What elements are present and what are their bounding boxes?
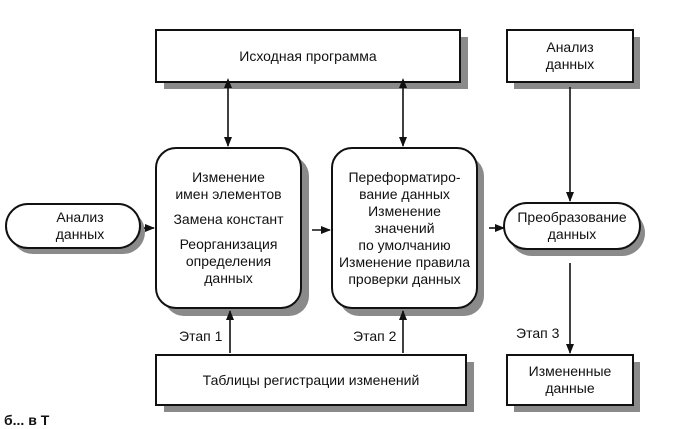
boxes — [5, 29, 641, 406]
stage2-item-reformat: Переформатиро- вание данных — [348, 168, 461, 202]
stage1-box — [155, 147, 302, 309]
stage1-box-content: Изменение имен элементов Замена констант… — [156, 148, 301, 308]
changed-data-label: Измененные данные — [528, 363, 612, 396]
stage1-item-constants: Замена констант — [173, 211, 284, 227]
stage2-item-defaults: Изменение значений по умолчанию — [358, 202, 451, 253]
data-analysis-top-box — [506, 29, 634, 83]
stage3-label: Этап 3 — [516, 324, 560, 341]
stage1-item-reorganize: Реорганизация определения данных — [179, 236, 278, 286]
change-log-tables-label: Таблицы регистрации изменений — [202, 371, 420, 388]
stage1-item-rename: Изменение имен элементов — [175, 169, 282, 202]
stage2-box — [331, 147, 478, 309]
arrows — [144, 78, 574, 354]
change-log-tables-box — [155, 354, 467, 406]
stage1-label: Этап 1 — [179, 327, 223, 344]
data-analysis-left-label: Анализ данных — [55, 209, 105, 242]
stage2-box-content: Переформатиро- вание данных Изменение зн… — [332, 148, 477, 308]
caption-fragment: б... в Т — [4, 412, 50, 428]
source-program-label: Исходная программа — [239, 47, 377, 64]
changed-data-box — [506, 354, 634, 406]
stage2-item-validation: Изменение правила проверки данных — [338, 253, 470, 287]
data-analysis-top-label: Анализ данных — [545, 39, 595, 72]
data-transformation-label: Преобразование данных — [517, 209, 627, 242]
data-analysis-left-box — [5, 203, 141, 249]
data-transformation-box — [503, 202, 641, 250]
stage2-label: Этап 2 — [353, 327, 397, 344]
source-program-box — [155, 29, 461, 83]
